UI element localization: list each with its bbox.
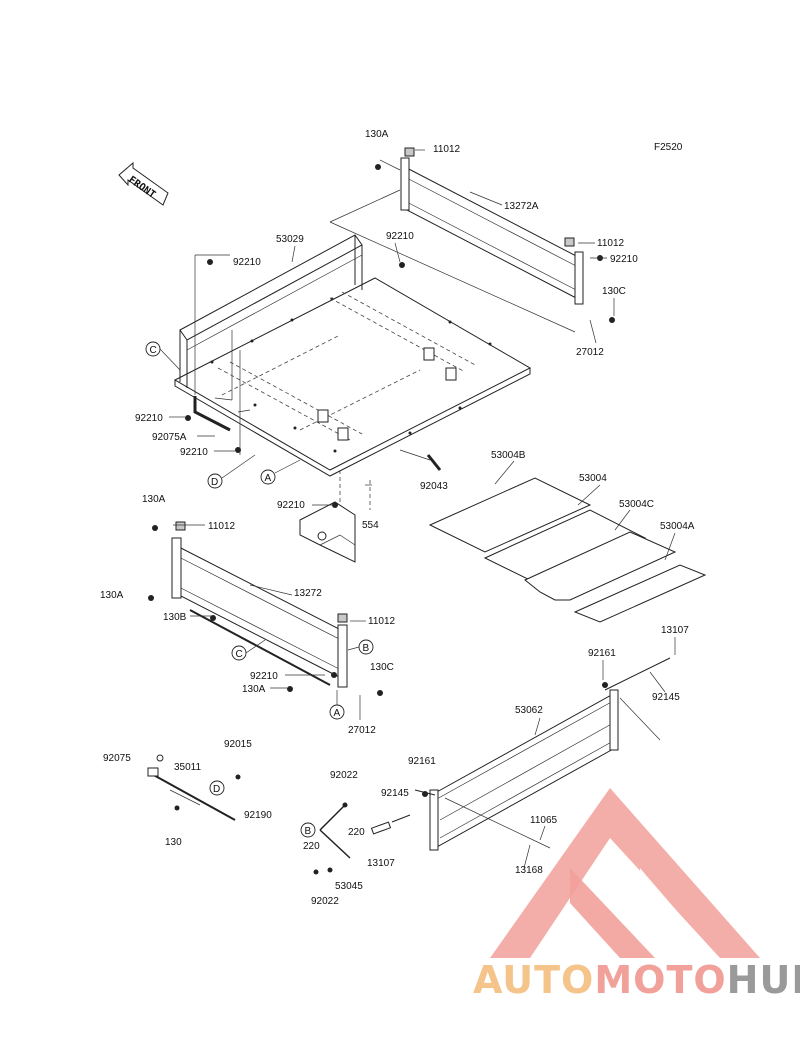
- part-13107-top: 13107: [661, 625, 689, 636]
- svg-text:D: D: [211, 477, 218, 488]
- part-53004A: 53004A: [660, 521, 695, 532]
- part-11012-top: 11012: [433, 144, 461, 155]
- part-130C-low: 130C: [370, 662, 394, 673]
- triangle-mark: [490, 788, 760, 958]
- brand-part-auto: AUTO: [473, 958, 595, 1002]
- part-11012-mid: 11012: [208, 521, 236, 532]
- part-92043: 92043: [420, 481, 448, 492]
- part-53045: 53045: [335, 881, 363, 892]
- part-130B: 130B: [163, 612, 187, 623]
- side-panel: [171, 521, 348, 688]
- svg-text:A: A: [265, 473, 272, 484]
- callout-c-mid: C: [231, 645, 247, 661]
- floor-mats: [428, 477, 707, 623]
- cable-assembly: [313, 802, 411, 875]
- part-11012-low: 11012: [368, 616, 396, 627]
- part-92145-mid: 92145: [381, 788, 409, 799]
- front-arrow: FRONT: [118, 161, 169, 206]
- part-27012-top: 27012: [576, 347, 604, 358]
- part-92190: 92190: [244, 810, 272, 821]
- link-rod: [147, 754, 241, 821]
- part-130A-mid: 130A: [142, 494, 166, 505]
- part-92015: 92015: [224, 739, 252, 750]
- part-92210-c: 92210: [277, 500, 305, 511]
- watermark-logo: [490, 788, 760, 958]
- part-11065: 11065: [530, 815, 558, 826]
- part-53062: 53062: [515, 705, 543, 716]
- rear-side-panel: [400, 147, 584, 305]
- part-27012-low: 27012: [348, 725, 376, 736]
- part-92022-low: 92022: [311, 896, 339, 907]
- part-53004: 53004: [579, 473, 607, 484]
- part-53004B: 53004B: [491, 450, 526, 461]
- ref-frame-bracket: [299, 470, 356, 563]
- part-130A-low: 130A: [242, 684, 266, 695]
- svg-text:A: A: [334, 708, 341, 719]
- svg-text:C: C: [150, 345, 157, 356]
- svg-text:B: B: [305, 826, 312, 837]
- callout-a-mid: A: [329, 704, 345, 720]
- part-92075A: 92075A: [152, 432, 187, 443]
- part-92145-top: 92145: [652, 692, 680, 703]
- callout-a-upper: A: [260, 469, 276, 485]
- part-53004C: 53004C: [619, 499, 654, 510]
- svg-text:C: C: [236, 649, 243, 660]
- part-130C-top: 130C: [602, 286, 626, 297]
- part-554: 554: [362, 520, 379, 531]
- diagram-code: F2520: [654, 142, 683, 153]
- part-220-top: 220: [348, 827, 365, 838]
- part-92210-top: 92210: [386, 231, 414, 242]
- part-92210-low: 92210: [250, 671, 278, 682]
- part-53029: 53029: [276, 234, 304, 245]
- svg-text:B: B: [363, 643, 370, 654]
- part-92210-a: 92210: [135, 413, 163, 424]
- cargo-bed: [173, 234, 532, 477]
- part-92161-mid: 92161: [408, 756, 436, 767]
- callout-b-low: B: [300, 822, 316, 838]
- part-13272A: 13272A: [504, 201, 539, 212]
- part-92161-top: 92161: [588, 648, 616, 659]
- part-92210-left: 92210: [233, 257, 261, 268]
- svg-text:D: D: [213, 784, 220, 795]
- part-35011: 35011: [174, 762, 202, 773]
- part-13107-low: 13107: [367, 858, 395, 869]
- brand-part-moto: MOTO: [594, 958, 727, 1002]
- callout-b-mid: B: [358, 639, 374, 655]
- callout-c-upper: C: [145, 341, 161, 357]
- part-11012-right: 11012: [597, 238, 625, 249]
- part-92210-b: 92210: [180, 447, 208, 458]
- part-220-low: 220: [303, 841, 320, 852]
- part-13272: 13272: [294, 588, 322, 599]
- part-92075: 92075: [103, 753, 131, 764]
- callout-d-low: D: [209, 780, 225, 796]
- part-130A-left: 130A: [100, 590, 124, 601]
- part-13168: 13168: [515, 865, 543, 876]
- part-130A-top: 130A: [365, 129, 389, 140]
- part-130: 130: [165, 837, 182, 848]
- watermark-brand: AUTOMOTOHUB: [473, 958, 800, 1002]
- callout-d-upper: D: [207, 473, 223, 489]
- brand-part-hub: HUB: [726, 958, 800, 1002]
- part-92022-top: 92022: [330, 770, 358, 781]
- part-92210-right: 92210: [610, 254, 638, 265]
- tailgate: [429, 689, 619, 851]
